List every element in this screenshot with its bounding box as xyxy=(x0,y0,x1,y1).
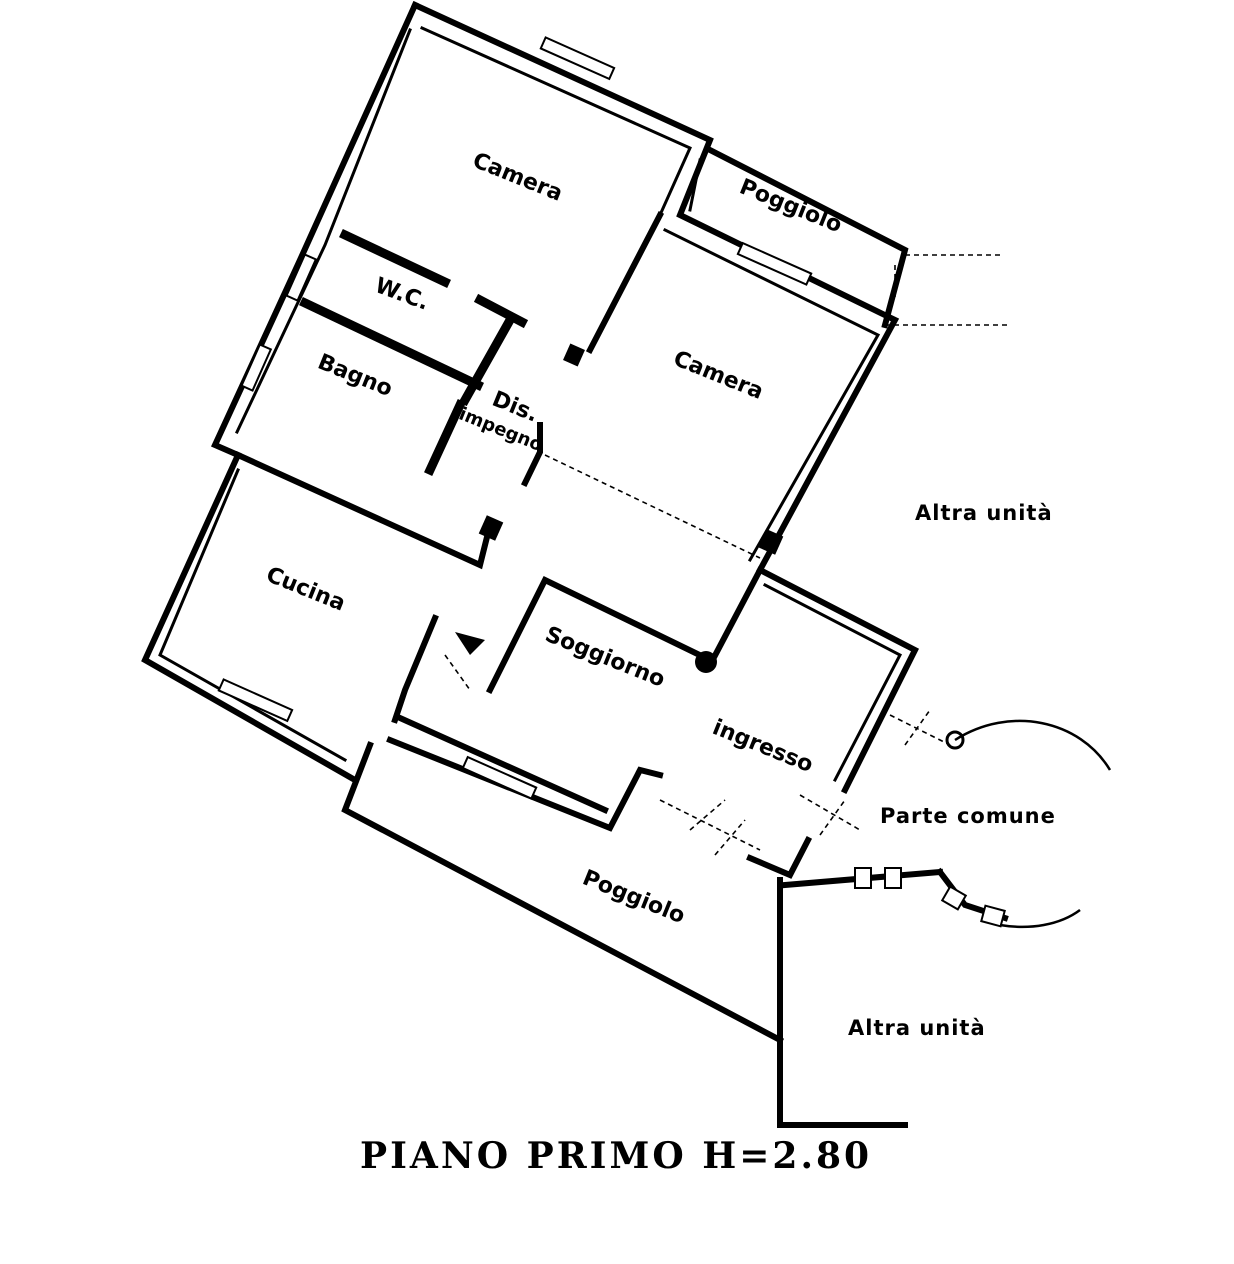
parte-comune-arc xyxy=(945,719,1112,929)
label-camera-top: Camera xyxy=(469,148,566,207)
outer-walls xyxy=(141,1,920,795)
label-ingresso: ingresso xyxy=(709,715,817,778)
label-camera-right: Camera xyxy=(670,346,767,405)
label-poggiolo-top: Poggiolo xyxy=(736,175,846,239)
pillars xyxy=(455,343,784,673)
poggiolo-bottom-walls xyxy=(341,741,1009,1128)
label-cucina: Cucina xyxy=(263,562,349,616)
label-poggiolo-bottom: Poggiolo xyxy=(579,865,689,929)
door-markings xyxy=(444,265,951,856)
internal-walls xyxy=(234,210,813,879)
label-parte-comune: Parte comune xyxy=(880,804,1056,828)
label-wc: W.C. xyxy=(372,273,433,315)
poggiolo-top-walls xyxy=(688,145,1010,329)
windows xyxy=(217,36,1006,928)
label-bagno: Bagno xyxy=(314,350,396,402)
label-altra-unita-top: Altra unità xyxy=(915,501,1053,525)
floor-title: PIANO PRIMO H=2.80 xyxy=(360,1135,872,1177)
label-altra-unita-bottom: Altra unità xyxy=(848,1016,986,1040)
